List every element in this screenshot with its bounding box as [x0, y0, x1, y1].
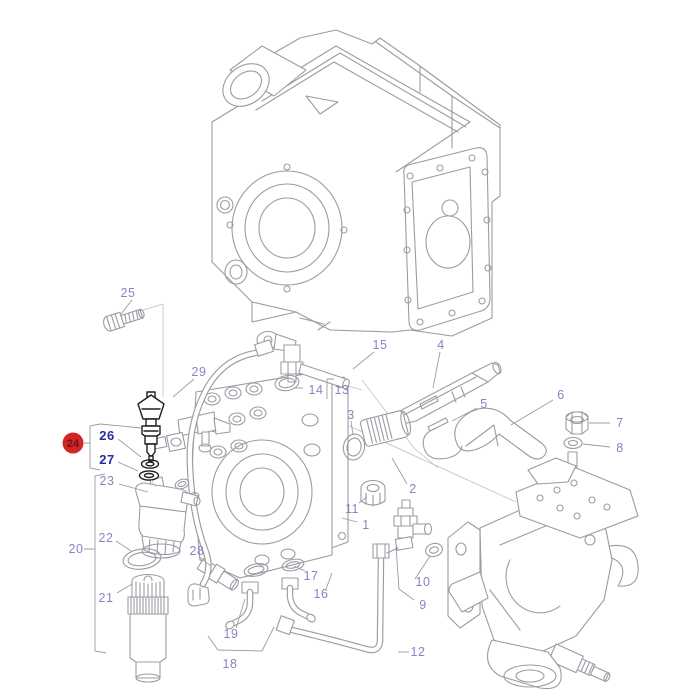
- bracket-24: [84, 423, 142, 471]
- callout-15: 15: [373, 338, 388, 352]
- callout-21: 21: [99, 591, 114, 605]
- callout-18: 18: [223, 657, 238, 671]
- callout-11: 11: [345, 502, 359, 516]
- callout-3: 3: [347, 408, 354, 422]
- o-ring-14: [274, 374, 300, 392]
- hydraulic-pump: [447, 457, 639, 690]
- o-ring-22: [122, 548, 162, 570]
- tee-fitting-9: [386, 499, 433, 554]
- callout-26: 26: [99, 428, 114, 443]
- o-ring-27: [138, 470, 160, 481]
- bracket-20: [84, 473, 107, 654]
- o-ring-17: [281, 558, 305, 572]
- callout-6: 6: [557, 388, 564, 402]
- gearbox-housing: [211, 29, 501, 337]
- callout-17: 17: [304, 569, 319, 583]
- bolt-25: [103, 308, 145, 332]
- callout-29: 29: [192, 365, 207, 379]
- filter-element-21: [127, 573, 169, 683]
- pin-5: [427, 417, 449, 432]
- threaded-plug-2: [360, 410, 412, 447]
- callout-7: 7: [616, 416, 623, 430]
- badge-circle: [62, 432, 84, 454]
- callout-25: 25: [121, 286, 136, 300]
- bracket-handle-6: [422, 407, 547, 460]
- washer-8: [563, 436, 583, 450]
- callout-20: 20: [69, 542, 84, 556]
- nut-7: [565, 411, 589, 435]
- callout-9: 9: [419, 598, 426, 612]
- hose-29: [186, 339, 275, 588]
- callout-labels: 25 29 4 15 14 13 5 6 7 8 3 2 11 1 26 27 …: [69, 286, 624, 671]
- callout-1: 1: [362, 518, 369, 532]
- leader-lines: [84, 299, 611, 654]
- callout-13: 13: [335, 383, 350, 397]
- pump-valve-block: [515, 467, 639, 539]
- hose-12: [275, 543, 390, 654]
- callout-8: 8: [616, 441, 623, 455]
- sensor-connector: [187, 583, 210, 607]
- callout-16: 16: [314, 587, 329, 601]
- highlighted-valve-assembly-24: [137, 391, 165, 488]
- o-ring-19: [243, 563, 269, 577]
- callout-22: 22: [99, 531, 114, 545]
- o-ring-10: [425, 542, 443, 558]
- pump-shaft: [548, 643, 611, 682]
- callout-2: 2: [409, 482, 416, 496]
- elbow-fitting-19: [225, 581, 259, 630]
- hex-plug-11: [360, 479, 386, 507]
- callout-12: 12: [411, 645, 426, 659]
- o-ring-26: [140, 459, 160, 469]
- o-ring-3: [342, 433, 366, 461]
- callout-23: 23: [100, 474, 115, 488]
- valve-body-manifold: [150, 371, 349, 579]
- badge-number: 24: [67, 438, 80, 450]
- callout-5: 5: [480, 397, 487, 411]
- callout-4: 4: [437, 338, 444, 352]
- front-bore: [216, 163, 348, 293]
- callout-27: 27: [99, 452, 114, 467]
- callout-10: 10: [416, 575, 431, 589]
- callout-19: 19: [224, 627, 239, 641]
- callout-28: 28: [190, 544, 205, 558]
- elbow-fitting-16: [281, 577, 316, 623]
- suction-tube-4: [397, 361, 502, 425]
- callout-14: 14: [309, 383, 324, 397]
- highlight-badge-24: 24: [62, 432, 84, 454]
- side-gasket-plate: [403, 147, 492, 331]
